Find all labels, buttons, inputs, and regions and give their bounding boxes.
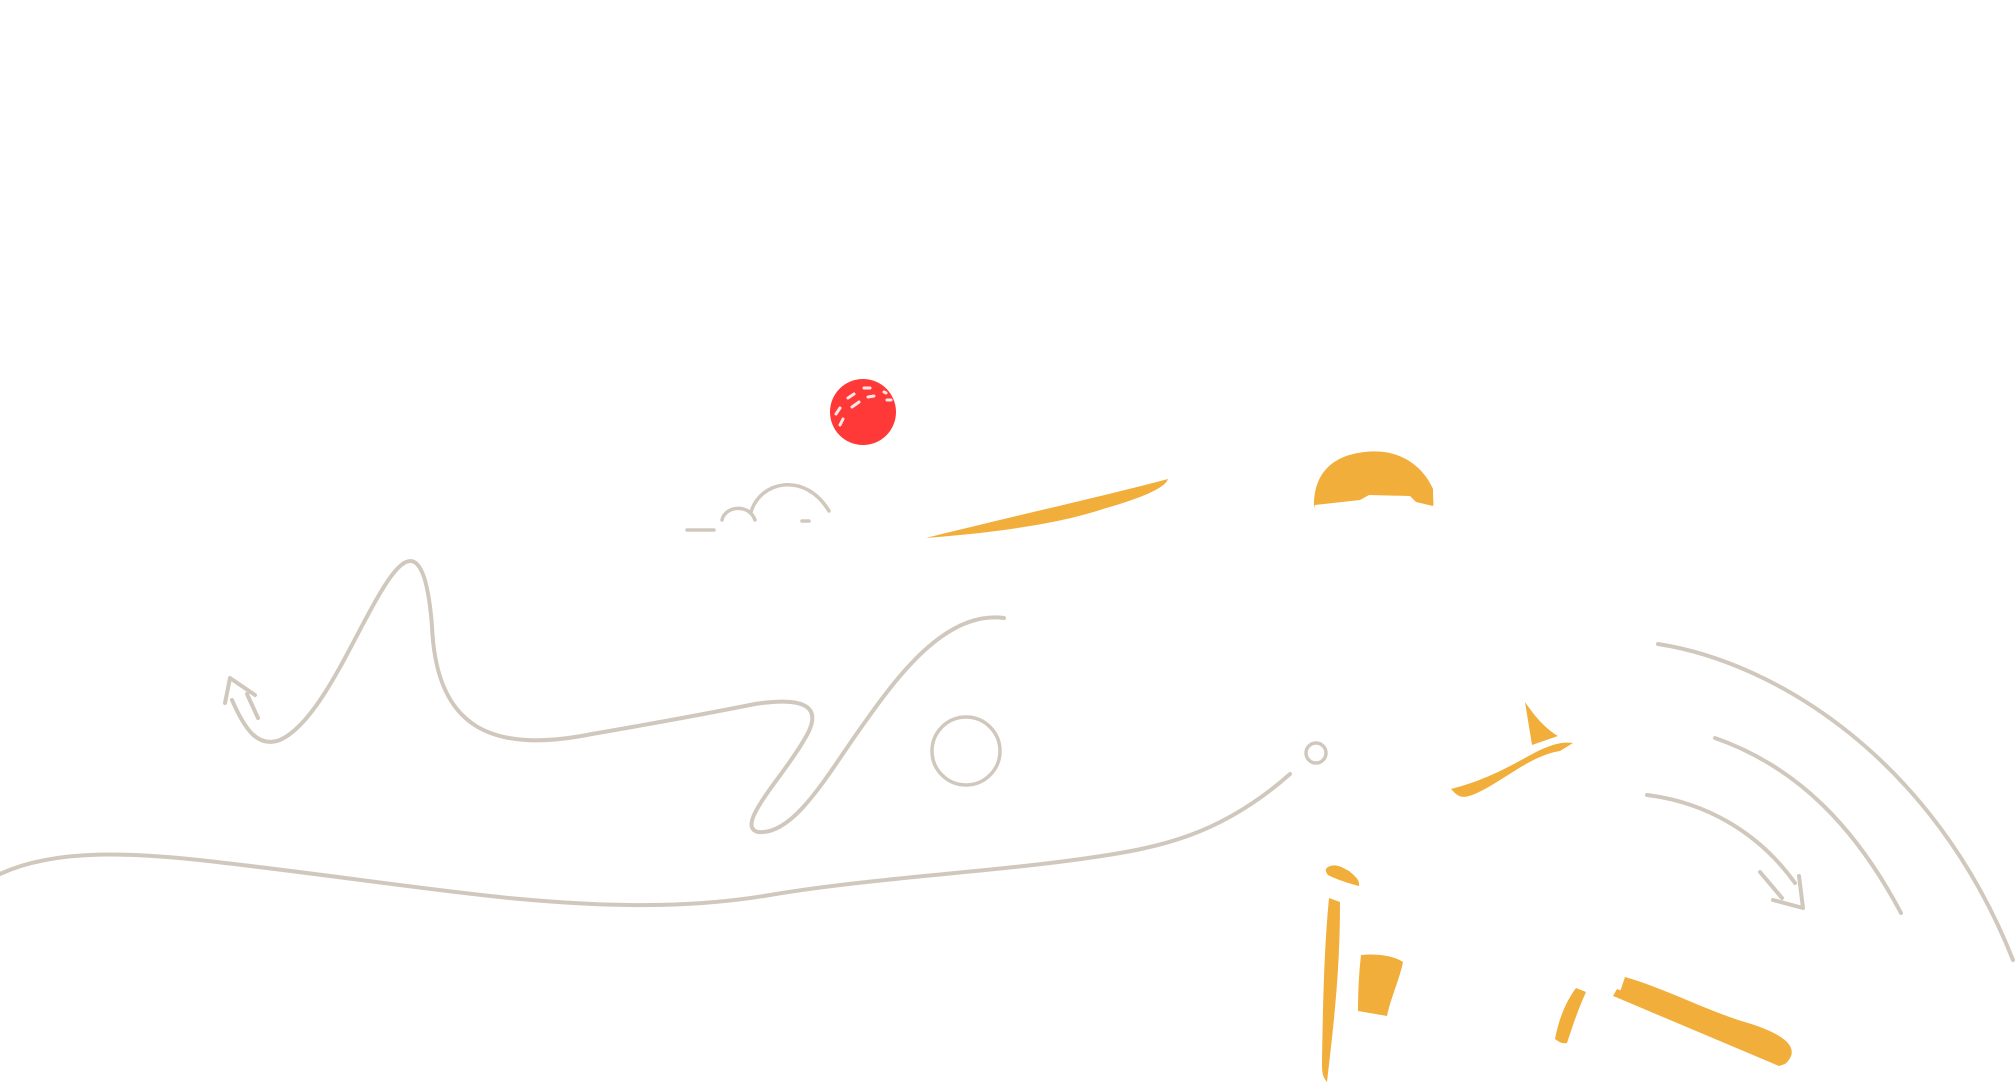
circle-icon: [930, 715, 1002, 787]
cloud-icon: [685, 483, 831, 532]
motion-accent-shapes: [926, 451, 1792, 1082]
player-arm-shape: [1451, 742, 1573, 797]
ball-motion-arc-medium: [1713, 736, 1903, 915]
player-cap-shape: [1313, 451, 1434, 508]
squiggle-arrow-head-icon: [223, 676, 260, 720]
ball-icon: [830, 379, 896, 445]
ball-motion-arc-large: [1656, 642, 2015, 962]
ball-motion-arc-small: [1645, 793, 1797, 885]
speed-streak-shape: [926, 479, 1168, 538]
player-hand-shape: [1525, 702, 1558, 745]
curved-arrow-icon: [1758, 870, 1805, 910]
kick-leg-band-shape: [1613, 989, 1786, 1061]
player-shoe-shape: [1325, 865, 1360, 886]
ball-icon: [830, 379, 896, 445]
ball-mark-icon: [834, 386, 893, 427]
squiggle-motion-line: [230, 559, 1006, 835]
shin-guard-shape: [1358, 954, 1403, 1016]
background-motion-lines: [0, 483, 2015, 962]
small-circle-icon: [1304, 741, 1328, 765]
player-leg-shape: [1322, 898, 1340, 1082]
kick-foot-shape: [1555, 988, 1586, 1044]
ground-wave-line: [0, 772, 1292, 908]
